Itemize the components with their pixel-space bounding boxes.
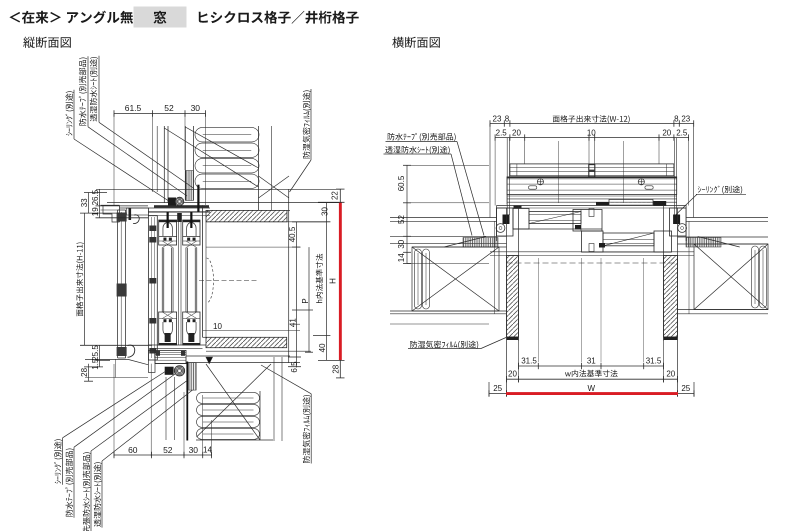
svg-text:1.5: 1.5 [91, 358, 100, 370]
svg-text:20: 20 [508, 370, 517, 379]
svg-text:31.5: 31.5 [646, 356, 662, 365]
svg-text:W: W [588, 384, 596, 393]
svg-text:20: 20 [512, 128, 521, 137]
svg-text:20: 20 [662, 128, 671, 137]
svg-text:23: 23 [681, 115, 690, 124]
svg-text:60: 60 [128, 445, 138, 455]
svg-text:31: 31 [587, 356, 596, 365]
svg-text:20: 20 [666, 370, 675, 379]
svg-text:H: H [328, 278, 337, 284]
svg-text:P: P [301, 298, 310, 303]
svg-text:40: 40 [318, 343, 327, 352]
svg-text:25: 25 [493, 384, 502, 393]
svg-text:31.5: 31.5 [521, 356, 537, 365]
svg-text:33: 33 [80, 198, 89, 207]
svg-text:30: 30 [189, 445, 199, 455]
svg-text:30: 30 [321, 207, 330, 216]
svg-text:52: 52 [163, 445, 173, 455]
svg-text:2.5: 2.5 [676, 128, 688, 137]
svg-text:30: 30 [191, 103, 201, 113]
svg-text:10: 10 [587, 128, 596, 137]
svg-text:52: 52 [164, 103, 174, 113]
svg-text:26.5: 26.5 [91, 189, 100, 205]
svg-text:6.5: 6.5 [290, 361, 299, 373]
svg-text:30: 30 [397, 239, 406, 248]
svg-text:8: 8 [674, 115, 679, 124]
svg-text:40.5: 40.5 [288, 226, 297, 242]
svg-text:41: 41 [289, 318, 298, 327]
svg-text:14: 14 [397, 253, 406, 262]
svg-text:10: 10 [213, 322, 222, 331]
svg-text:2.5: 2.5 [496, 128, 508, 137]
svg-text:25: 25 [681, 384, 690, 393]
svg-text:28: 28 [80, 367, 89, 376]
svg-text:61.5: 61.5 [125, 103, 142, 113]
svg-text:8: 8 [505, 115, 510, 124]
svg-text:60.5: 60.5 [397, 175, 406, 191]
svg-text:52: 52 [397, 215, 406, 224]
svg-text:28: 28 [332, 364, 341, 373]
svg-text:25.5: 25.5 [91, 345, 100, 361]
svg-text:14: 14 [203, 446, 212, 455]
svg-text:22: 22 [331, 191, 340, 200]
svg-text:23: 23 [493, 115, 502, 124]
svg-text:19: 19 [91, 207, 100, 216]
